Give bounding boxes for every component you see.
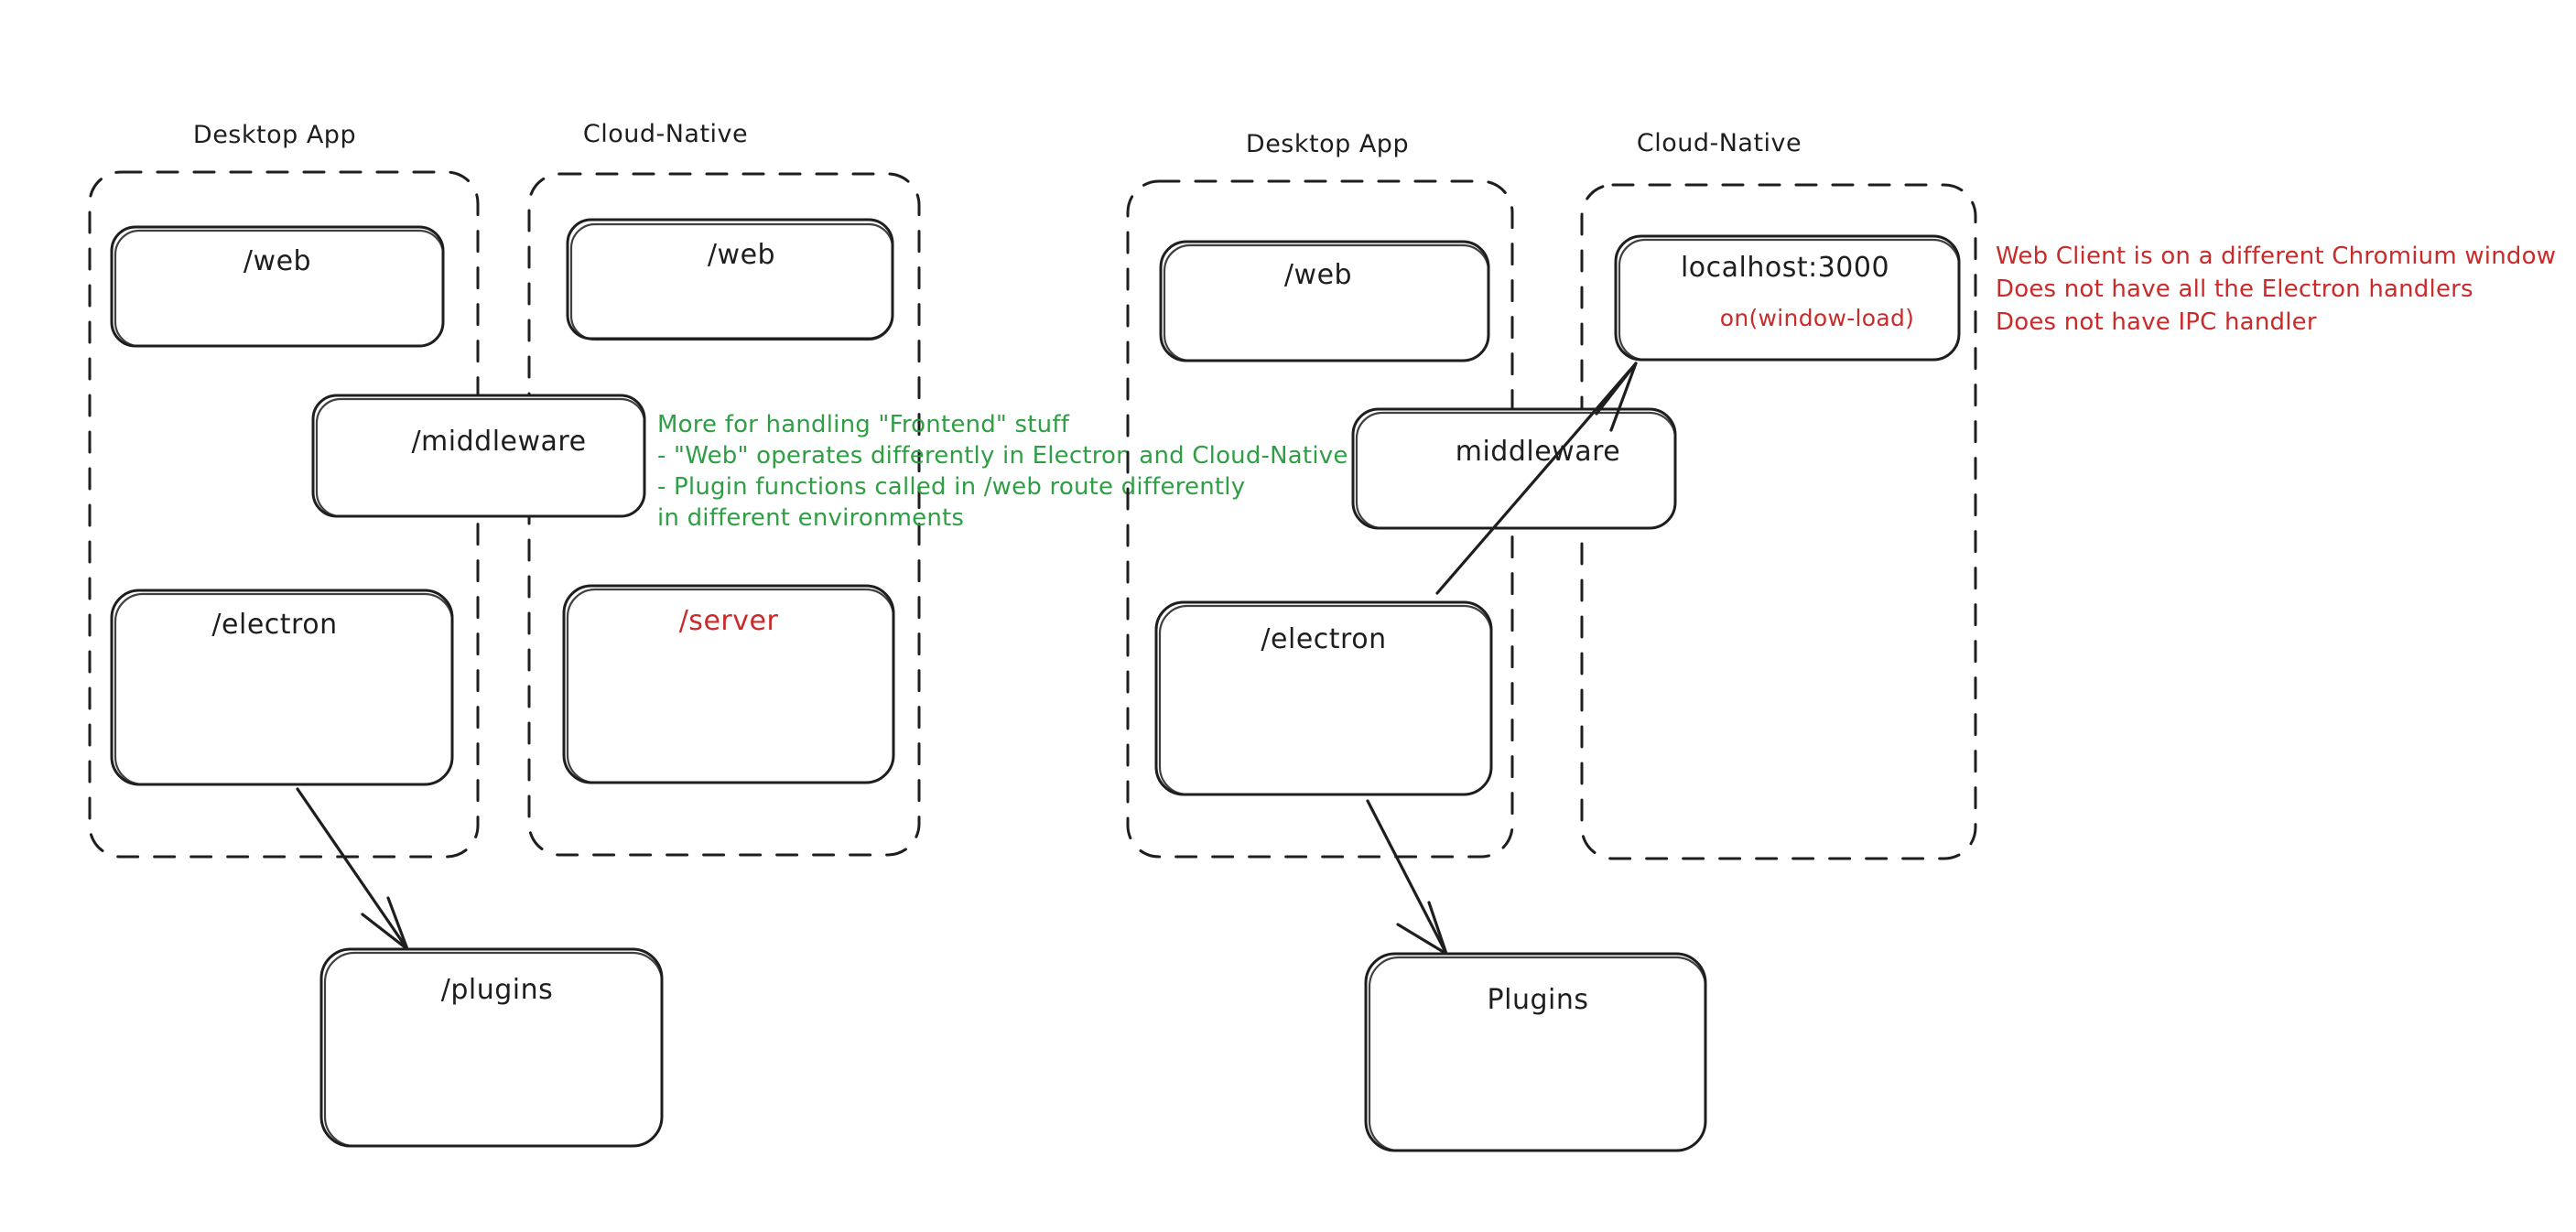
annotation-green-note: More for handling "Frontend" stuff - "We… [657, 411, 1348, 532]
node-left-plugins[interactable]: /plugins [319, 947, 664, 1148]
node-left-middleware[interactable]: /middleware [311, 394, 646, 518]
node-right-plugins-label: Plugins [1488, 984, 1589, 1016]
annotation-green-line-1: More for handling "Frontend" stuff [657, 411, 1070, 438]
node-left-electron-label: /electron [211, 609, 337, 641]
annotation-red-note: Web Client is on a different Chromium wi… [1996, 243, 2556, 336]
annotation-red-line-3: Does not have IPC handler [1996, 308, 2317, 336]
group-label-right-cloud-native: Cloud-Native [1637, 129, 1802, 157]
node-left-server[interactable]: /server [562, 584, 895, 784]
arrow-left-electron-to-plugins [296, 787, 409, 951]
annotation-red-line-1: Web Client is on a different Chromium wi… [1996, 243, 2556, 270]
annotation-green-line-2: - "Web" operates differently in Electron… [657, 442, 1348, 470]
node-left-middleware-label: /middleware [411, 426, 586, 458]
node-left-electron[interactable]: /electron [110, 589, 454, 786]
group-label-left-cloud-native: Cloud-Native [583, 120, 748, 148]
node-right-localhost-sublabel: on(window-load) [1720, 305, 1914, 331]
group-label-right-desktop-app: Desktop App [1246, 130, 1409, 158]
annotation-green-line-3: - Plugin functions called in /web route … [657, 473, 1245, 501]
arrow-right-electron-to-localhost [1435, 362, 1638, 595]
node-left-desktop-web[interactable]: /web [110, 225, 445, 348]
node-right-middleware[interactable]: middleware [1351, 407, 1677, 530]
group-container-left-desktop-app [88, 170, 480, 859]
group-label-left-desktop-app: Desktop App [193, 121, 356, 149]
node-right-web[interactable]: /web [1159, 240, 1490, 362]
arrow-right-electron-to-plugins [1366, 799, 1448, 956]
node-right-localhost-label: localhost:3000 [1681, 252, 1889, 284]
node-right-electron-label: /electron [1261, 623, 1386, 655]
node-right-middleware-label: middleware [1456, 436, 1621, 468]
annotation-green-line-4: in different environments [657, 504, 964, 532]
node-left-desktop-web-label: /web [244, 245, 311, 277]
node-left-cloud-web-label: /web [708, 239, 775, 271]
annotation-red-line-2: Does not have all the Electron handlers [1996, 276, 2473, 303]
node-right-web-label: /web [1284, 259, 1352, 291]
node-right-plugins[interactable]: Plugins [1364, 952, 1707, 1152]
node-left-plugins-label: /plugins [441, 974, 554, 1006]
node-left-server-label: /server [679, 605, 779, 637]
node-right-localhost[interactable]: localhost:3000 on(window-load) [1614, 234, 1961, 362]
node-left-cloud-web[interactable]: /web [566, 218, 894, 341]
node-right-electron[interactable]: /electron [1154, 600, 1493, 796]
